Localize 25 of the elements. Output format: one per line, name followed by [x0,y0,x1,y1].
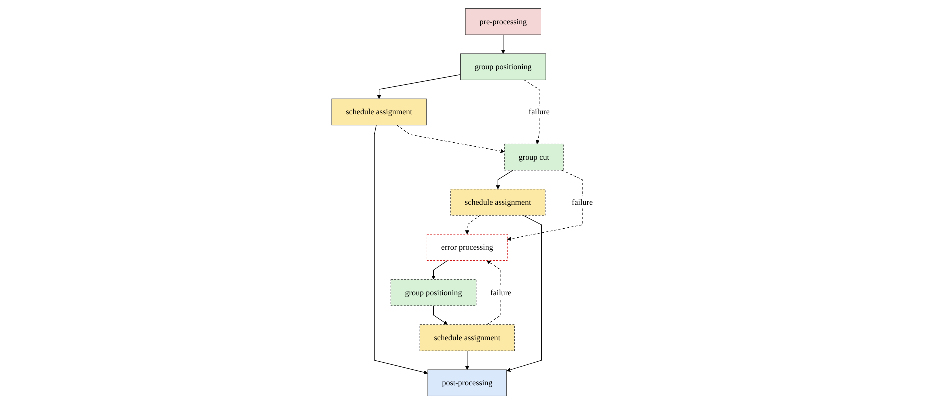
edge-label: failure [490,288,512,298]
edge-label: failure [572,198,594,207]
node-box: schedule assignment [450,189,546,216]
node-box: schedule assignment [420,324,515,352]
node-box: schedule assignment [332,98,427,126]
arrow [486,260,502,326]
arrow [465,215,481,235]
node-box: group positioning [390,279,477,306]
arrow [432,260,448,280]
edge-label: failure [528,108,550,117]
arrow [524,80,540,144]
arrow [506,215,542,372]
arrow [374,125,428,375]
arrow [507,170,583,242]
arrow [396,125,505,154]
node-box: post-processing [428,370,508,396]
node-box: group positioning [460,54,546,80]
arrow [496,170,514,190]
node-box: group cut [504,144,564,171]
arrow [465,350,470,370]
arrow [433,306,448,326]
arrow [377,74,462,100]
arrow [501,34,506,54]
node-box: error processing [427,234,508,261]
node-box: pre-processing [465,8,542,36]
